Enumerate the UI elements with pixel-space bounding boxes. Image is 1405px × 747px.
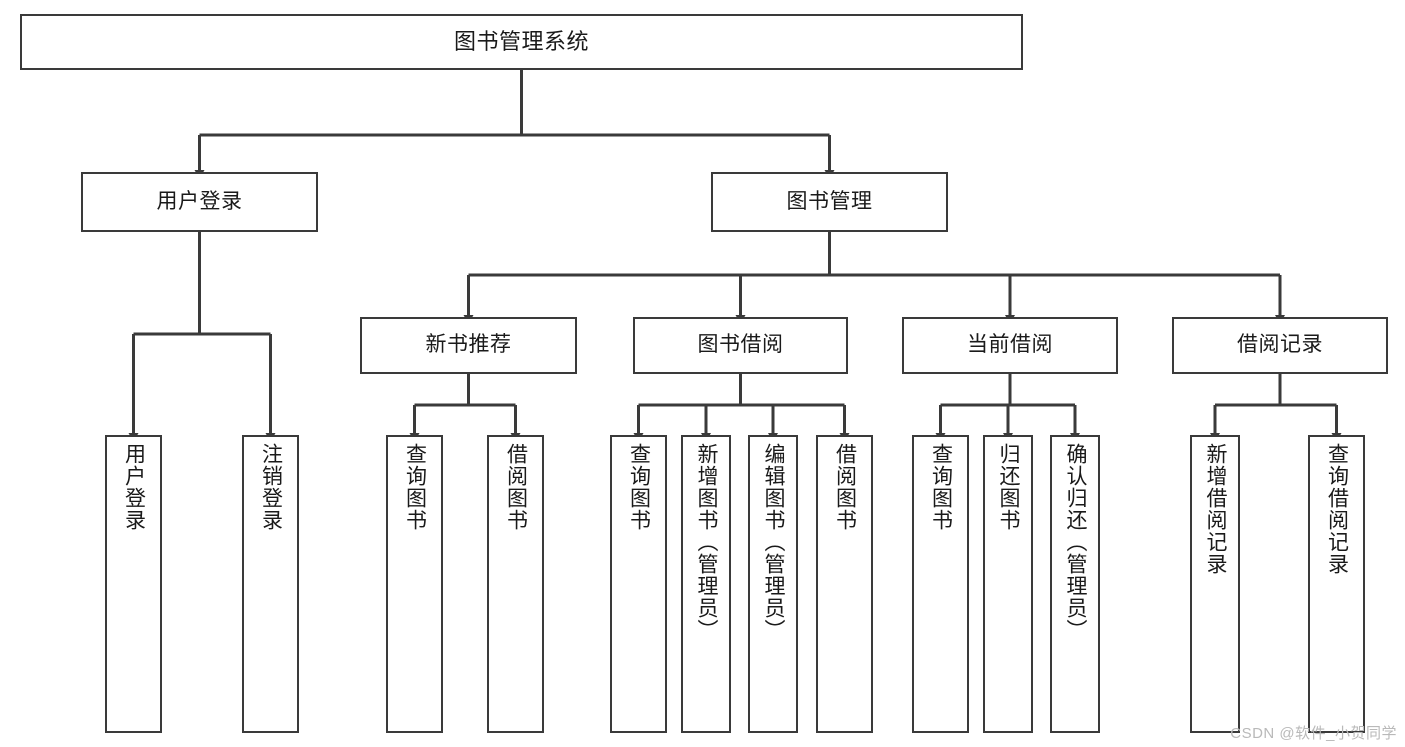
node-leaf-confirm-return-admin[interactable]: 确认归还（管理员）	[1050, 435, 1100, 733]
node-label-book-borrow: 图书借阅	[697, 333, 784, 357]
csdn-watermark: CSDN @软件_小贺同学	[1230, 725, 1397, 742]
node-label-user-login: 用户登录	[156, 189, 243, 213]
node-leaf-query-borrow-record[interactable]: 查询借阅记录	[1308, 435, 1365, 733]
node-leaf-edit-book-admin[interactable]: 编辑图书（管理员）	[748, 435, 798, 733]
node-label-leaf-query-book-3: 查询图书	[929, 443, 953, 531]
node-label-leaf-add-book-admin: 新增图书（管理员）	[695, 443, 719, 641]
node-label-leaf-confirm-return-admin: 确认归还（管理员）	[1064, 443, 1088, 641]
node-label-leaf-return-book: 归还图书	[997, 443, 1021, 531]
node-current-borrow[interactable]: 当前借阅	[902, 317, 1118, 374]
node-label-current-borrow: 当前借阅	[967, 333, 1053, 357]
node-new-book-recommend[interactable]: 新书推荐	[360, 317, 577, 374]
node-leaf-add-borrow-record[interactable]: 新增借阅记录	[1190, 435, 1240, 733]
node-borrow-record[interactable]: 借阅记录	[1172, 317, 1388, 374]
node-user-login[interactable]: 用户登录	[81, 172, 318, 232]
node-label-leaf-user-login: 用户登录	[122, 443, 146, 531]
node-leaf-query-book-1[interactable]: 查询图书	[386, 435, 443, 733]
node-leaf-return-book[interactable]: 归还图书	[983, 435, 1033, 733]
node-leaf-add-book-admin[interactable]: 新增图书（管理员）	[681, 435, 731, 733]
node-leaf-borrow-book-2[interactable]: 借阅图书	[816, 435, 873, 733]
node-leaf-user-login[interactable]: 用户登录	[105, 435, 162, 733]
node-label-book-management: 图书管理	[786, 189, 873, 213]
node-leaf-logout-login[interactable]: 注销登录	[242, 435, 299, 733]
node-label-leaf-query-book-1: 查询图书	[403, 443, 427, 531]
node-label-leaf-query-borrow-record: 查询借阅记录	[1325, 443, 1349, 575]
node-label-leaf-borrow-book-2: 借阅图书	[833, 443, 857, 531]
node-label-root: 图书管理系统	[453, 29, 589, 55]
node-leaf-query-book-3[interactable]: 查询图书	[912, 435, 969, 733]
node-label-leaf-logout-login: 注销登录	[259, 443, 283, 531]
node-book-management[interactable]: 图书管理	[711, 172, 948, 232]
node-label-leaf-add-borrow-record: 新增借阅记录	[1204, 443, 1228, 575]
node-label-leaf-borrow-book-1: 借阅图书	[504, 443, 528, 531]
node-label-new-book-recommend: 新书推荐	[425, 333, 512, 357]
node-leaf-query-book-2[interactable]: 查询图书	[610, 435, 667, 733]
node-label-borrow-record: 借阅记录	[1237, 333, 1323, 357]
node-book-borrow[interactable]: 图书借阅	[633, 317, 848, 374]
node-label-leaf-query-book-2: 查询图书	[627, 443, 651, 531]
node-label-leaf-edit-book-admin: 编辑图书（管理员）	[762, 443, 786, 641]
node-root[interactable]: 图书管理系统	[20, 14, 1023, 70]
node-leaf-borrow-book-1[interactable]: 借阅图书	[487, 435, 544, 733]
